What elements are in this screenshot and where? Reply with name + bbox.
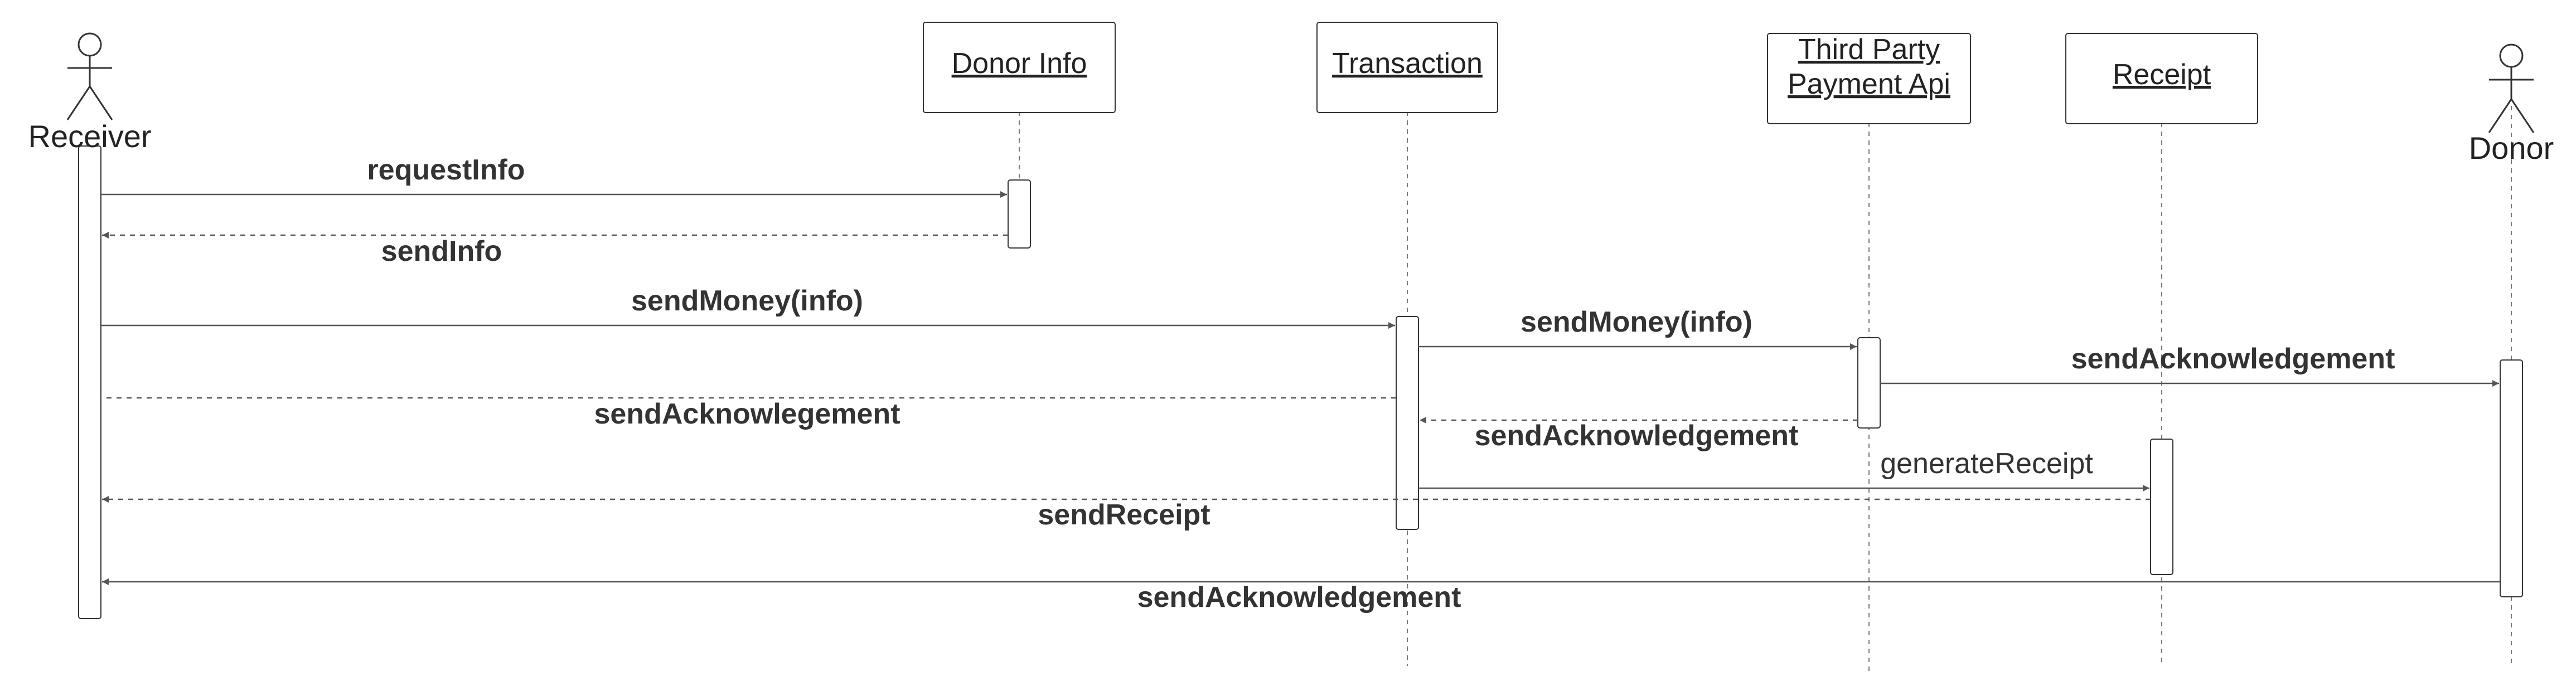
message-send-money-to-api: sendMoney(info) — [1418, 306, 1857, 350]
actor-label: Receiver — [28, 119, 152, 154]
activation-receipt — [2150, 439, 2173, 575]
participant-label: Receipt — [2113, 59, 2211, 91]
message-generate-receipt: generateReceipt — [1418, 447, 2149, 492]
message-label: sendMoney(info) — [1521, 306, 1752, 338]
actor-label: Donor — [2469, 130, 2554, 166]
message-send-money-to-transaction: sendMoney(info) — [101, 285, 1395, 329]
participant-receipt: Receipt — [2065, 33, 2258, 124]
message-transaction-ack-to-receiver: sendAcknowlegement — [101, 397, 1396, 430]
message-send-receipt: sendReceipt — [102, 496, 2151, 531]
message-label: sendAcknowledgement — [1475, 420, 1799, 452]
activation-third-party — [1857, 337, 1881, 429]
message-label: sendAcknowledgement — [2071, 343, 2395, 375]
activation-donor — [2500, 359, 2523, 597]
participant-label: Transaction — [1332, 47, 1483, 80]
message-donor-ack-to-receiver: sendAcknowledgement — [102, 578, 2500, 614]
participant-label: Donor Info — [952, 47, 1087, 80]
activation-receiver — [78, 145, 101, 619]
actor-receiver: Receiver — [28, 32, 152, 154]
message-send-info: sendInfo — [102, 232, 1008, 267]
participant-label-line-2: Payment Api — [1788, 68, 1950, 100]
actor-figure-icon — [66, 32, 113, 120]
message-label: sendAcknowlegement — [594, 398, 900, 430]
message-label: sendMoney(info) — [631, 285, 863, 317]
participant-transaction: Transaction — [1316, 22, 1498, 113]
actor-donor: Donor — [2469, 43, 2554, 166]
participant-third-party: Third Party Payment Api — [1767, 33, 1971, 124]
message-label: sendReceipt — [1038, 499, 1210, 531]
participant-label-line-1: Third Party — [1798, 33, 1940, 66]
message-api-ack-to-donor: sendAcknowledgement — [1880, 343, 2499, 387]
message-label: requestInfo — [367, 154, 525, 186]
activation-donor-info — [1008, 179, 1031, 249]
activation-transaction — [1396, 316, 1419, 530]
message-api-ack-to-transaction: sendAcknowledgement — [1420, 417, 1858, 452]
message-label: sendAcknowledgement — [1137, 581, 1461, 614]
message-label: sendInfo — [381, 235, 502, 267]
participant-donor-info: Donor Info — [923, 22, 1116, 113]
actor-figure-icon — [2488, 43, 2535, 133]
message-request-info: requestInfo — [101, 154, 1007, 198]
message-label: generateReceipt — [1880, 447, 2093, 480]
